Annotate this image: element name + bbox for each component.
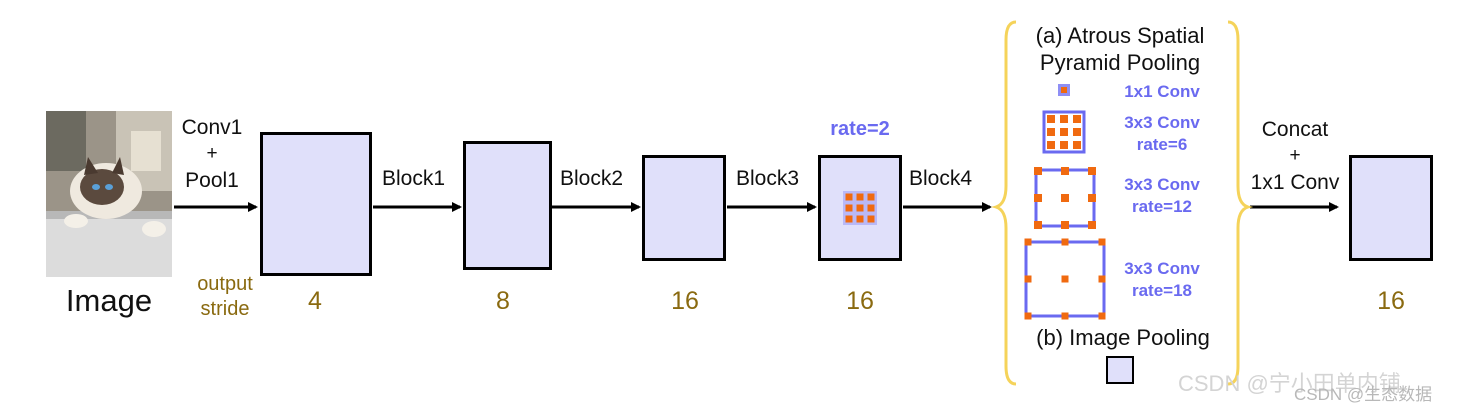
kernel-sample-dot — [845, 215, 853, 223]
kernel-sample-dot — [1061, 312, 1069, 320]
aspp-title-line2: Pyramid Pooling — [1039, 50, 1201, 75]
cat-photo-icon — [46, 111, 172, 277]
watermark-back: CSDN @宁小田单内铺 — [1178, 371, 1401, 396]
kernel-1x1 — [1058, 84, 1070, 96]
kernel-3x3-rate6 — [1042, 110, 1086, 154]
aspp-branch3-rate: rate=12 — [1131, 197, 1193, 216]
kernel-sample-dot — [856, 204, 864, 212]
kernel-sample-dot — [1060, 115, 1068, 123]
kernel-sample-dot — [867, 193, 875, 201]
stride-label-box3: 16 — [671, 287, 699, 315]
kernel-sample-dot — [1024, 275, 1032, 283]
kernel-sample-dot — [856, 193, 864, 201]
kernel-sample-dot — [1060, 128, 1068, 136]
kernel-sample-dot — [1098, 238, 1106, 246]
aspp-branch2-rate: rate=6 — [1136, 135, 1188, 154]
stride-label-box4: 16 — [846, 287, 874, 315]
kernel-sample-dot — [867, 204, 875, 212]
feature-map-stride8 — [463, 141, 552, 270]
stride-label-box1: 4 — [308, 287, 322, 315]
kernel-sample-dot — [1034, 194, 1042, 202]
feature-map-stride16-a — [642, 155, 726, 261]
kernel-sample-dot — [856, 215, 864, 223]
arrow-label-block4: Block4 — [909, 167, 973, 190]
kernel-sample-dot — [1047, 115, 1055, 123]
kernel-sample-dot — [1073, 115, 1081, 123]
kernel-sample-dot — [1061, 221, 1069, 229]
input-image — [46, 111, 172, 277]
kernel-sample-dot — [1061, 194, 1069, 202]
feature-map-stride16-b — [818, 155, 902, 261]
image-pooling-label: (b) Image Pooling — [1036, 325, 1210, 350]
kernel-sample-dot — [1073, 141, 1081, 149]
aspp-branch4-rate: rate=18 — [1131, 281, 1193, 300]
kernel-sample-dot — [1024, 238, 1032, 246]
aspp-title-line1: (a) Atrous Spatial — [1035, 23, 1205, 48]
kernel-sample-dot — [845, 204, 853, 212]
output-feature-map — [1349, 155, 1433, 261]
kernel-sample-dot — [1034, 221, 1042, 229]
aspp-branch2-label: 3x3 Conv — [1124, 113, 1200, 132]
feature-map-stride4 — [260, 132, 372, 276]
aspp-branch4-label: 3x3 Conv — [1124, 259, 1200, 278]
arrow-label-block2: Block2 — [560, 167, 624, 190]
right-brace — [1227, 20, 1254, 386]
output-stride-value: 16 — [1377, 287, 1405, 315]
kernel-sample-dot — [1073, 128, 1081, 136]
stem-label-pool1: Pool1 — [185, 169, 239, 192]
kernel-sample-dot — [1034, 167, 1042, 175]
kernel-sample-dot — [1088, 167, 1096, 175]
stem-label-conv1: Conv1 — [181, 116, 243, 139]
kernel-sample-dot — [1098, 312, 1106, 320]
kernel-sample-dot — [1088, 221, 1096, 229]
kernel-sample-dot — [1098, 275, 1106, 283]
concat-label-line3: 1x1 Conv — [1250, 171, 1340, 194]
kernel-sample-dot — [1024, 312, 1032, 320]
output-stride-label-line1: output — [197, 273, 253, 295]
kernel-sample-dot — [1061, 238, 1069, 246]
kernel-sample-dot — [1061, 167, 1069, 175]
left-brace — [990, 20, 1017, 386]
kernel-sample-dot — [1088, 194, 1096, 202]
block4-rate-label: rate=2 — [830, 118, 890, 140]
atrous-kernel-rate2-icon — [843, 191, 877, 225]
kernel-sample-dot — [1047, 128, 1055, 136]
input-label: Image — [65, 283, 153, 318]
arrow-label-block1: Block1 — [382, 167, 446, 190]
aspp-branch3-label: 3x3 Conv — [1124, 175, 1200, 194]
aspp-branch1-label: 1x1 Conv — [1124, 82, 1200, 101]
arrow-label-block3: Block3 — [736, 167, 800, 190]
kernel-sample-dot — [1047, 141, 1055, 149]
watermark-front: CSDN @生态数据 — [1294, 385, 1433, 404]
stride-label-box2: 8 — [496, 287, 510, 315]
kernel-sample-dot — [1060, 141, 1068, 149]
kernel-sample-dot — [1061, 275, 1069, 283]
kernel-sample-dot — [867, 215, 875, 223]
image-pooling-box — [1106, 356, 1134, 384]
concat-label-line1: Concat — [1261, 118, 1329, 141]
stem-label-plus: + — [206, 143, 218, 164]
concat-label-plus: + — [1289, 145, 1301, 166]
kernel-sample-dot — [845, 193, 853, 201]
output-stride-label-line2: stride — [200, 298, 250, 320]
